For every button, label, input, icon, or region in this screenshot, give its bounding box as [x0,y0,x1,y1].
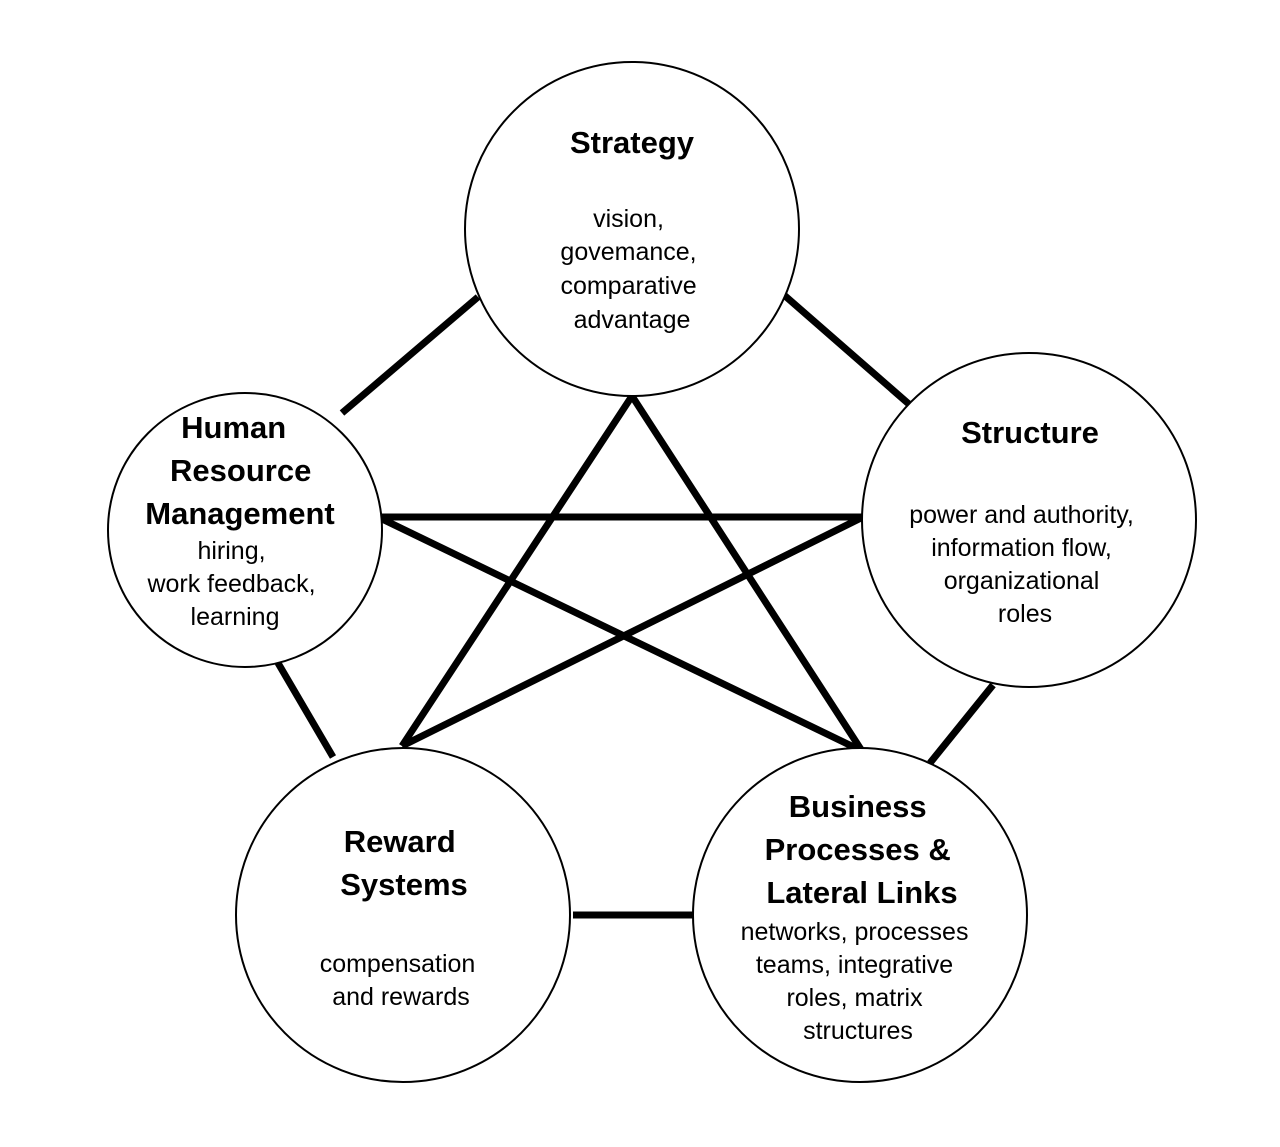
node-structure: Structure power and authority, informati… [861,352,1197,688]
connector-reward-hrm [274,661,337,759]
node-reward: Reward Systems compensation and rewards [235,747,571,1083]
node-hrm-desc-line: work feedback, [146,570,315,598]
node-business-desc-line: roles, matrix [786,984,923,1012]
connector-strategy-structure [781,292,913,408]
connector-strategy-reward [399,394,635,748]
node-reward-title-line: Systems [340,867,468,902]
node-strategy-title-line: Strategy [570,125,695,160]
node-hrm: Human Resource Management hiring, work f… [107,392,383,668]
connector-structure-business [927,682,996,766]
node-reward-title: Reward Systems [340,824,468,902]
node-reward-title-line: Reward [344,824,456,859]
node-business-circle [692,747,1028,1083]
node-business-desc: networks, processes teams, integrative r… [741,918,976,1045]
node-strategy-title: Strategy [570,125,695,160]
node-reward-desc: compensation and rewards [320,950,483,1011]
node-hrm-title-line: Management [145,496,334,531]
node-hrm-title-line: Resource [170,453,311,488]
node-strategy-desc-line: vision, [593,205,664,233]
node-business-desc-line: structures [803,1017,913,1045]
node-business-desc-line: teams, integrative [756,951,953,979]
pentagon-connectors [274,292,996,919]
node-structure-desc-line: organizational [944,567,1100,595]
node-structure-title: Structure [961,415,1099,450]
connector-hrm-strategy [339,294,481,416]
star-connectors [376,394,865,755]
node-structure-desc-line: roles [998,600,1052,628]
node-hrm-title: Human Resource Management [145,410,334,531]
node-strategy-desc: vision, govemance, comparative advantage [560,205,703,334]
node-business-title: Business Processes & Lateral Links [765,789,960,910]
node-strategy: Strategy vision, govemance, comparative … [464,61,800,397]
node-structure-desc-line: power and authority, [909,501,1134,529]
node-business-title-line: Processes & [765,832,951,867]
node-hrm-desc-line: learning [191,603,280,631]
node-business-title-line: Business [789,789,927,824]
node-structure-desc: power and authority, information flow, o… [909,501,1141,628]
node-business: Business Processes & Lateral Links netwo… [692,747,1028,1083]
node-business-title-line: Lateral Links [766,875,957,910]
node-business-desc-line: networks, processes [741,918,969,946]
node-hrm-circle [107,392,383,668]
node-hrm-desc: hiring, work feedback, learning [146,537,322,631]
node-strategy-circle [464,61,800,397]
connector-structure-reward [400,513,865,750]
node-hrm-desc-line: hiring, [197,537,265,565]
node-reward-desc-line: and rewards [332,983,470,1011]
node-structure-circle [861,352,1197,688]
node-hrm-title-line: Human [181,410,286,445]
node-structure-title-line: Structure [961,415,1099,450]
node-strategy-desc-line: advantage [574,306,691,334]
node-structure-desc-line: information flow, [931,534,1112,562]
node-reward-desc-line: compensation [320,950,476,978]
node-strategy-desc-line: comparative [560,272,696,300]
node-reward-circle [235,747,571,1083]
node-strategy-desc-line: govemance, [560,238,696,266]
